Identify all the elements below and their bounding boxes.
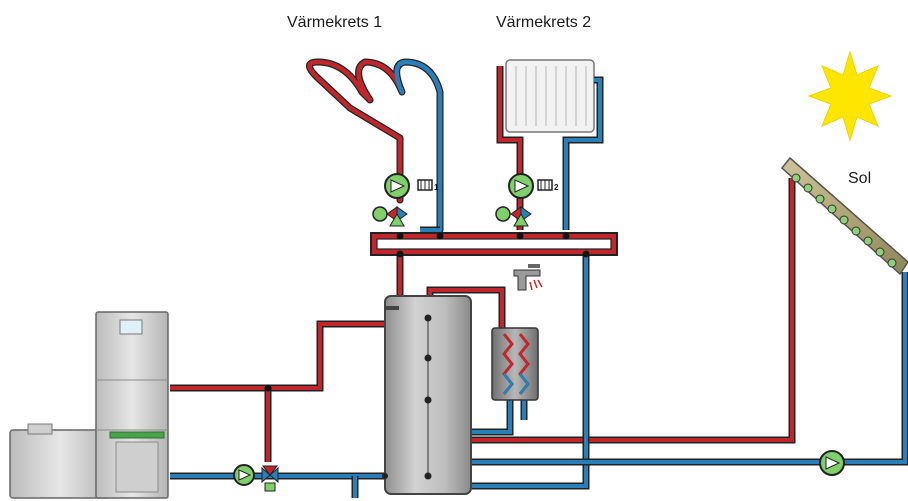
pump-1-number: 1 xyxy=(434,183,439,192)
hot-water-heat-exchanger xyxy=(491,327,539,401)
solar-label: Sol xyxy=(848,170,872,187)
solar-pump xyxy=(819,450,845,476)
mixing-valve-1 xyxy=(372,206,408,227)
distribution-manifold xyxy=(370,232,618,256)
thermostat-icon-1: 1 xyxy=(417,179,439,192)
pellet-boiler xyxy=(9,311,169,499)
floor-heating-coil xyxy=(306,58,444,234)
pump-circuit-1 xyxy=(384,173,410,199)
thermostat-icon-2: 2 xyxy=(537,179,559,192)
boiler-pump xyxy=(233,464,255,486)
boiler-mixing-valve xyxy=(261,465,279,492)
pump-circuit-2 xyxy=(508,173,534,199)
pump-2-number: 2 xyxy=(554,183,559,192)
mixing-valve-2 xyxy=(495,206,532,227)
buffer-tank xyxy=(382,295,472,495)
heating-circuit-2-label: Värmekrets 2 xyxy=(496,14,592,31)
manifold-junctions xyxy=(264,232,590,392)
solar-collector xyxy=(780,156,908,276)
faucet-icon xyxy=(513,264,543,291)
radiator xyxy=(505,59,595,133)
heating-circuit-1-label: Värmekrets 1 xyxy=(287,14,383,31)
sun-icon xyxy=(807,50,893,142)
